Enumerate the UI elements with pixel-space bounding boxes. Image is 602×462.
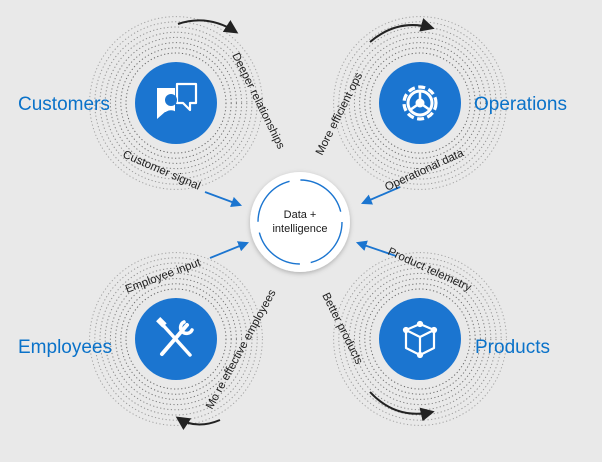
gear-icon xyxy=(402,85,438,121)
orbit-ring xyxy=(333,16,507,190)
flow-arrows xyxy=(204,186,401,259)
operations-cycle-arrow xyxy=(369,18,435,43)
employees-label: Employees xyxy=(18,337,112,358)
orbit-ring xyxy=(359,278,481,400)
employee-input-arrow xyxy=(209,241,250,259)
operations-label: Operations xyxy=(474,94,567,115)
orbit-ring xyxy=(104,31,248,175)
orbit-ring xyxy=(348,267,492,411)
orbit-ring xyxy=(125,288,227,390)
orbit-ring xyxy=(120,283,232,395)
orbit-ring xyxy=(353,272,487,406)
center-hub: Data + intelligence xyxy=(250,172,350,272)
products-node xyxy=(379,298,461,380)
center-ring xyxy=(257,179,343,265)
orbit-ring xyxy=(353,36,487,170)
orbit-ring xyxy=(94,21,258,185)
orbit-ring xyxy=(369,52,471,154)
orbit-ring xyxy=(333,252,507,426)
cube-icon xyxy=(402,320,438,359)
operational-data-label: Operational data xyxy=(383,147,466,194)
operational-data-arrow xyxy=(361,186,401,205)
orbit-ring xyxy=(89,252,263,426)
orbit-ring xyxy=(115,42,237,164)
orbit-ring xyxy=(99,26,253,180)
customer-signal-arrow xyxy=(204,191,243,208)
tools-icon xyxy=(156,317,194,357)
product-telemetry-arrow xyxy=(355,240,397,257)
orbit-ring xyxy=(94,257,258,421)
orbit-ring xyxy=(109,272,243,406)
center-circle xyxy=(250,172,350,272)
products-label: Products xyxy=(475,337,550,358)
cycle-arrows xyxy=(175,18,435,431)
orbit-ring xyxy=(359,42,481,164)
operations-node xyxy=(379,62,461,144)
center-line-1: Data + xyxy=(284,209,317,221)
better-products-label: Better products xyxy=(319,291,364,367)
orbit-ring xyxy=(109,36,243,170)
customers-cycle-arrow xyxy=(177,19,239,34)
employees-cycle-arrow xyxy=(175,416,221,431)
center-line-2: intelligence xyxy=(272,223,327,235)
orbit-ring xyxy=(89,16,263,190)
orbit-ring xyxy=(348,31,492,175)
orbit-ring xyxy=(99,262,253,416)
orbit-ring xyxy=(115,278,237,400)
more-efficient-ops-label: More efficient ops xyxy=(314,71,365,158)
customer-signal-label: Customer signal xyxy=(121,149,202,193)
products-cycle-arrow xyxy=(369,391,435,422)
orbit-ring xyxy=(364,283,476,395)
customers-label: Customers xyxy=(18,94,110,115)
employees-node xyxy=(135,298,217,380)
orbit-ring xyxy=(104,267,248,411)
orbit-ring xyxy=(364,47,476,159)
customer-chat-icon xyxy=(157,82,198,119)
product-telemetry-label: Product telemetry xyxy=(386,246,473,294)
orbit-ring xyxy=(125,52,227,154)
orbit-ring xyxy=(369,288,471,390)
customers-node xyxy=(135,62,217,144)
deeper-relationships-label: Deeper relationships xyxy=(229,51,286,151)
orbit-ring xyxy=(120,47,232,159)
orbit-ring xyxy=(338,257,502,421)
